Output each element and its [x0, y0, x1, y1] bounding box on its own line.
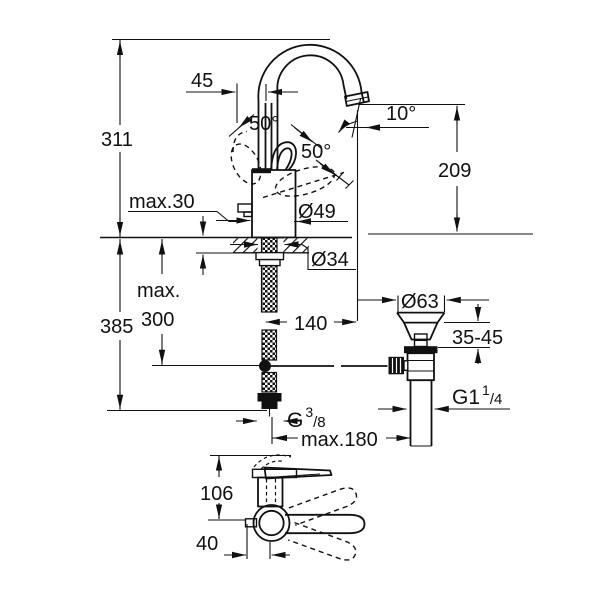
- waste-seal: [404, 346, 438, 354]
- body-top-cap: [252, 168, 271, 174]
- rod-clamp: [388, 356, 409, 375]
- faucet-front-view: [100, 43, 388, 417]
- popup-waste-assembly: [388, 311, 446, 447]
- dim-handle-height: 106: [200, 483, 233, 505]
- cartridge-body: [257, 476, 284, 508]
- dim-swivel-right: 50°: [301, 141, 331, 163]
- supply-hose: [257, 329, 282, 417]
- lever-lowered-phantom: [287, 521, 357, 561]
- dim-waste-flange-diameter: Ø63: [401, 291, 439, 313]
- dimension-lines: [107, 38, 533, 559]
- waste-tailpipe: [409, 380, 433, 447]
- lever-handle: [270, 141, 297, 171]
- dim-rod-max-prefix: max.: [137, 280, 180, 302]
- deck-hatch-right: [283, 238, 309, 253]
- spout-riser: [257, 92, 279, 170]
- dim-spout-height: 209: [438, 160, 471, 182]
- dim-spout-offset: 45: [191, 70, 213, 92]
- spout-arc: [257, 43, 365, 104]
- dimension-labels: 45 311 50° 50° 10° 209 max.30 Ø49 Ø34 ma…: [100, 70, 503, 555]
- hose-nut: [257, 393, 282, 402]
- dim-outlet-angle: 10°: [386, 103, 416, 125]
- lever-horizontal: [285, 513, 366, 535]
- dim-body-diameter: Ø49: [298, 201, 336, 223]
- pivot-outer-ring: [252, 504, 291, 542]
- spout-outlet: [344, 91, 370, 107]
- pullrod-ball-joint: [259, 360, 271, 372]
- lever-raised-phantom: [288, 487, 358, 526]
- popup-knob: [237, 203, 253, 218]
- dim-hole-diameter: Ø34: [311, 249, 349, 271]
- pivot-inner-ring: [258, 509, 285, 537]
- dim-deck-thickness: max.30: [129, 191, 195, 213]
- handle-side-view: [244, 454, 366, 561]
- dim-hose-length: 385: [100, 316, 133, 338]
- dim-center-distance: max.180: [301, 429, 378, 451]
- waste-body: [406, 352, 435, 382]
- dim-total-height: 311: [101, 129, 133, 151]
- side-pin: [244, 518, 258, 528]
- dim-waste-deck-range: 35-45: [452, 327, 503, 349]
- dim-rod-max-value: 300: [141, 309, 174, 331]
- dim-pivot-offset: 40: [196, 533, 218, 555]
- dim-spout-reach: 140: [294, 313, 327, 335]
- lever-blade-top: [263, 466, 333, 480]
- deck-hatch-left: [233, 238, 258, 253]
- mounting-shank: [255, 237, 285, 313]
- dim-swivel-left: 50°: [249, 113, 279, 135]
